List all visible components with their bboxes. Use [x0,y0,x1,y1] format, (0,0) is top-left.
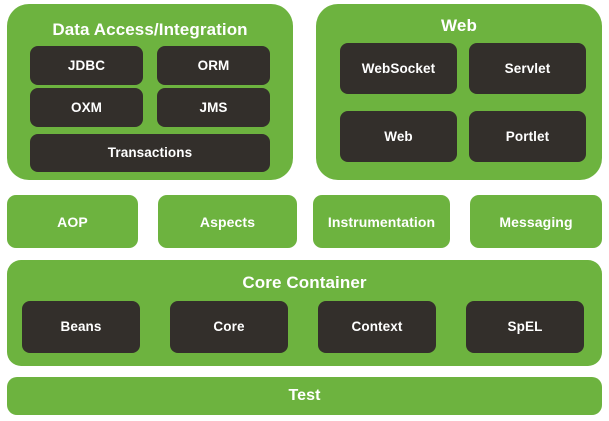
panel-title-data-access-integration: Data Access/Integration [52,20,248,39]
module-servlet[interactable]: Servlet [469,43,586,94]
module-label-messaging: Messaging [499,213,573,230]
module-spel[interactable]: SpEL [466,301,584,353]
module-label-test: Test [288,387,321,404]
module-label-jdbc: JDBC [67,57,106,73]
module-label-portlet: Portlet [505,128,550,144]
module-messaging[interactable]: Messaging [470,195,602,248]
module-beans[interactable]: Beans [22,301,140,353]
module-label-spel: SpEL [507,319,543,335]
module-websocket[interactable]: WebSocket [340,43,457,94]
module-label-jms: JMS [199,99,228,115]
module-jdbc[interactable]: JDBC [30,46,143,85]
module-portlet[interactable]: Portlet [469,111,586,162]
module-label-web: Web [384,128,413,144]
panel-title-web: Web [441,16,477,35]
module-oxm[interactable]: OXM [30,88,143,127]
module-label-orm: ORM [197,57,230,73]
module-core[interactable]: Core [170,301,288,353]
module-label-core: Core [213,319,245,335]
module-test[interactable]: Test [7,377,602,415]
module-jms[interactable]: JMS [157,88,270,127]
module-aspects[interactable]: Aspects [158,195,297,248]
module-label-websocket: WebSocket [361,60,436,76]
module-label-aop: AOP [57,213,88,230]
module-label-oxm: OXM [70,99,103,115]
module-label-servlet: Servlet [504,60,551,76]
panel-title-core-container: Core Container [242,273,367,292]
module-label-instrumentation: Instrumentation [327,213,436,230]
module-transactions[interactable]: Transactions [30,134,270,172]
module-label-context: Context [351,319,403,335]
module-context[interactable]: Context [318,301,436,353]
module-label-transactions: Transactions [107,145,193,161]
module-orm[interactable]: ORM [157,46,270,85]
module-label-aspects: Aspects [199,213,256,230]
module-instrumentation[interactable]: Instrumentation [313,195,450,248]
module-web[interactable]: Web [340,111,457,162]
module-label-beans: Beans [60,319,102,335]
module-aop[interactable]: AOP [7,195,138,248]
